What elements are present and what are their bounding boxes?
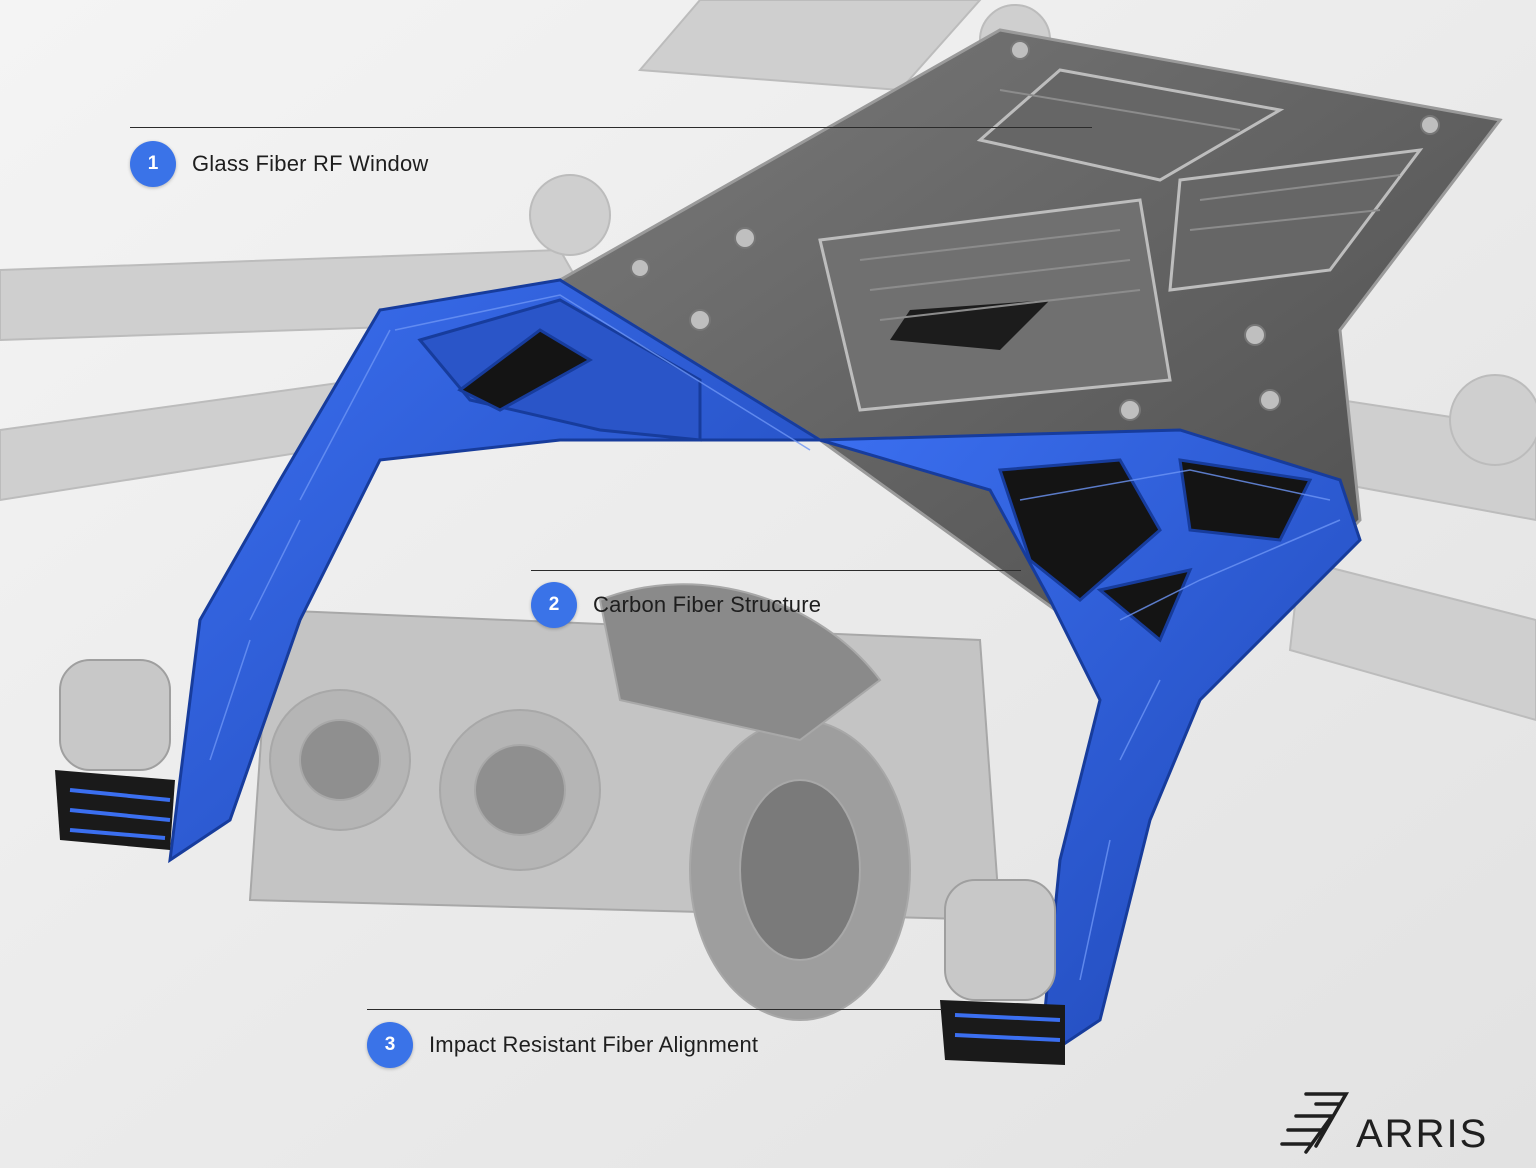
callout-3-leader-line: [367, 1009, 942, 1010]
callout-2-leader-line: [531, 570, 1021, 571]
arris-chevron-logo-icon: [1280, 1092, 1350, 1154]
callout-3-number-badge: 3: [367, 1022, 413, 1068]
screws: [630, 40, 1440, 421]
landing-feet: [55, 659, 1065, 1065]
callout-3: 3 Impact Resistant Fiber Alignment: [367, 1022, 758, 1068]
callout-1: 1 Glass Fiber RF Window: [130, 141, 428, 187]
camera-gimbal: [248, 583, 1002, 1021]
fiber-contours: [209, 294, 1341, 981]
callout-2-number-badge: 2: [531, 582, 577, 628]
callout-3-label: Impact Resistant Fiber Alignment: [429, 1032, 759, 1057]
callout-1-label: Glass Fiber RF Window: [192, 151, 429, 176]
callout-1-leader-line: [130, 127, 1092, 128]
callout-2: 2 Carbon Fiber Structure: [531, 582, 821, 628]
callout-1-number-badge: 1: [130, 141, 176, 187]
carbon-fiber-structure: [168, 278, 1362, 1064]
brand-name: ARRIS: [1356, 1112, 1489, 1156]
callout-2-label: Carbon Fiber Structure: [593, 592, 822, 617]
